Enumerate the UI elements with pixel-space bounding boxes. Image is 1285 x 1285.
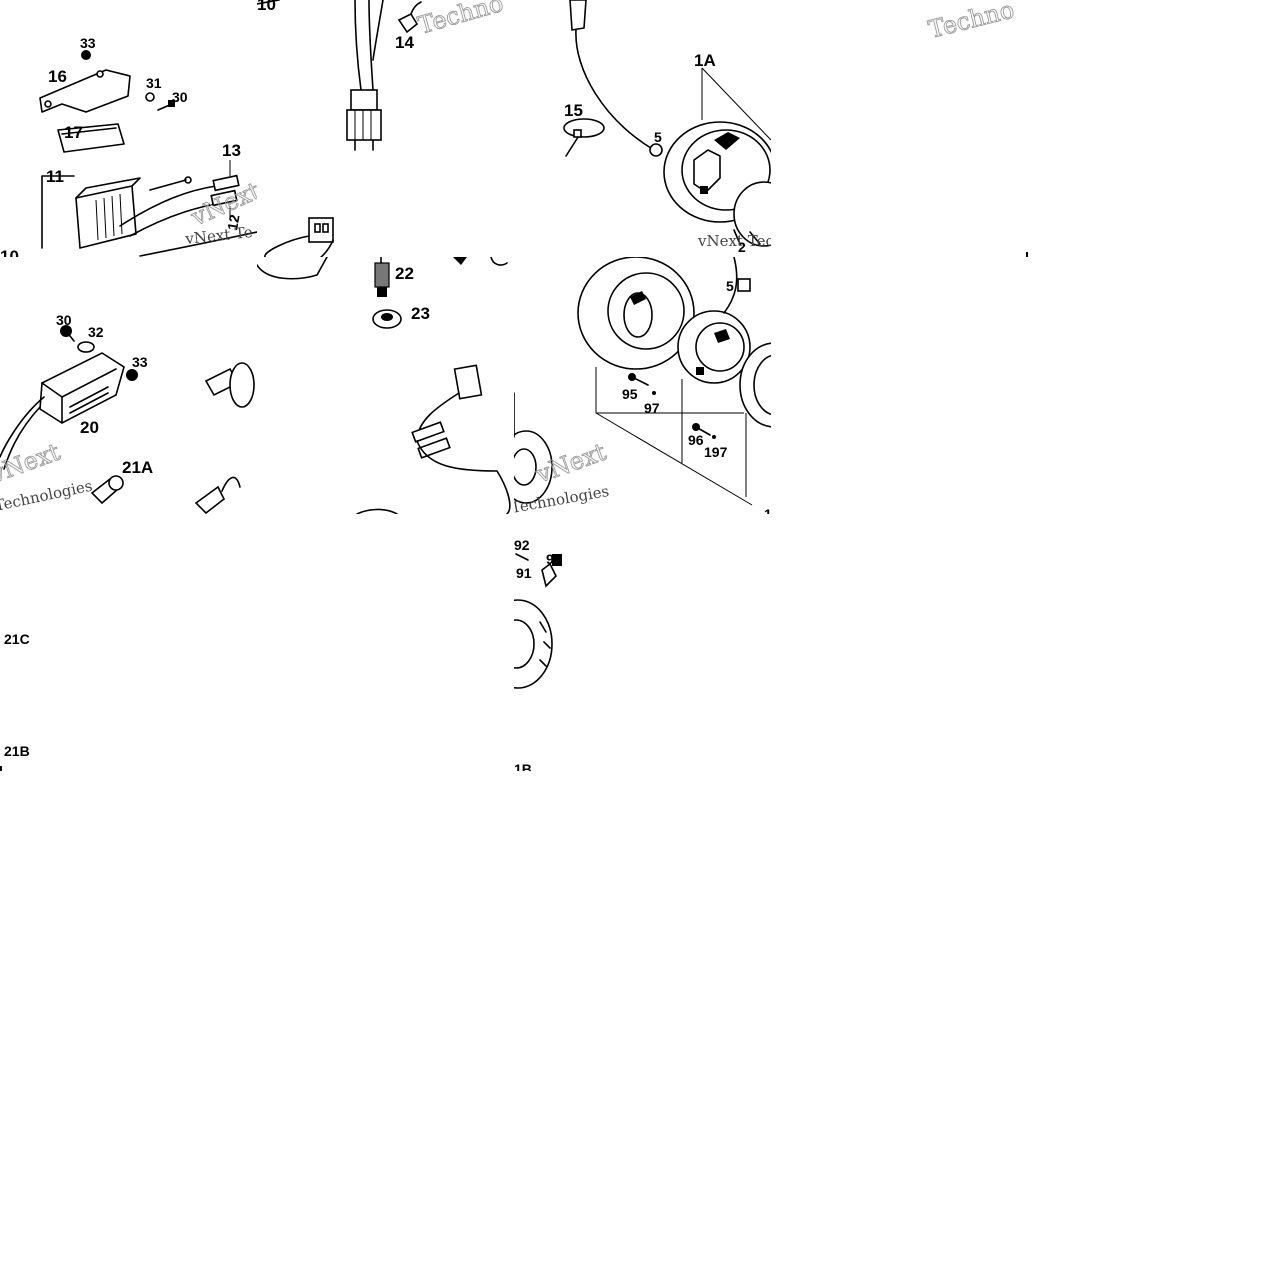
label-5-b: 5 bbox=[726, 278, 734, 294]
tile-flywheel: 5 95 97 96 197 1B vNext Technologies vNe… bbox=[514, 257, 771, 514]
label-13: 13 bbox=[222, 141, 241, 160]
label-11: 11 bbox=[46, 167, 64, 186]
label-16: 16 bbox=[48, 67, 67, 86]
label-15: 15 bbox=[564, 101, 583, 120]
label-21a: 21A bbox=[122, 458, 153, 477]
tile-watermark: Techno Technologies bbox=[771, 0, 1028, 257]
label-23: 23 bbox=[411, 304, 430, 323]
label-31: 31 bbox=[146, 75, 162, 91]
label-1a: 1A bbox=[694, 51, 716, 70]
watermark-vnext-c: vNext Technologies bbox=[697, 232, 771, 250]
label-33: 33 bbox=[80, 35, 96, 51]
label-92: 92 bbox=[514, 537, 530, 553]
label-5: 5 bbox=[654, 129, 662, 145]
label-1b: 1B bbox=[514, 761, 532, 771]
watermark-vnext-e: vNext bbox=[0, 438, 64, 489]
label-30: 30 bbox=[172, 89, 188, 105]
label-14: 14 bbox=[395, 33, 414, 52]
label-10: 10 bbox=[257, 0, 276, 14]
label-21b: 21B bbox=[4, 743, 30, 759]
label-17: 17 bbox=[64, 123, 83, 142]
label-96: 96 bbox=[688, 432, 704, 448]
tile-caps-labels: 21C 21B bbox=[0, 514, 257, 771]
watermark-techno-d: Techno bbox=[926, 0, 1017, 44]
label-93: 93 bbox=[546, 551, 562, 567]
label-21c: 21C bbox=[4, 631, 30, 647]
label-1b-cut: 1B bbox=[764, 506, 771, 514]
label-12: 12 bbox=[224, 213, 242, 231]
label-97: 97 bbox=[644, 400, 660, 416]
label-20: 20 bbox=[80, 418, 99, 437]
label-91: 91 bbox=[516, 565, 532, 581]
label-32: 32 bbox=[88, 324, 104, 340]
label-2: 2 bbox=[738, 239, 746, 255]
label-95: 95 bbox=[622, 386, 638, 402]
tile-clamp: 92 91 93 1B bbox=[514, 514, 771, 771]
tile-spark-plug: 22 23 bbox=[257, 257, 514, 514]
label-33-b: 33 bbox=[132, 354, 148, 370]
label-10-cut: 10 bbox=[0, 247, 19, 257]
watermark-techno-e: Technologies bbox=[0, 477, 94, 514]
tile-regulator: 33 16 31 30 17 13 11 12 10 vNext Te vNex… bbox=[0, 0, 257, 257]
tile-stator: 1A 15 5 2 vNext Technologies bbox=[514, 0, 771, 257]
watermark-vnext-d: Technologies bbox=[771, 254, 866, 257]
watermark-techno-b: Techno bbox=[415, 0, 506, 40]
watermark-vnext: vNext Te bbox=[184, 223, 254, 248]
label-30-b: 30 bbox=[56, 312, 72, 328]
label-197: 197 bbox=[704, 444, 728, 460]
label-22: 22 bbox=[395, 264, 414, 283]
tile-cdi: 30 32 33 20 21A vNext Technologies bbox=[0, 257, 257, 514]
tile-harness: 10 14 Techno bbox=[257, 0, 514, 257]
